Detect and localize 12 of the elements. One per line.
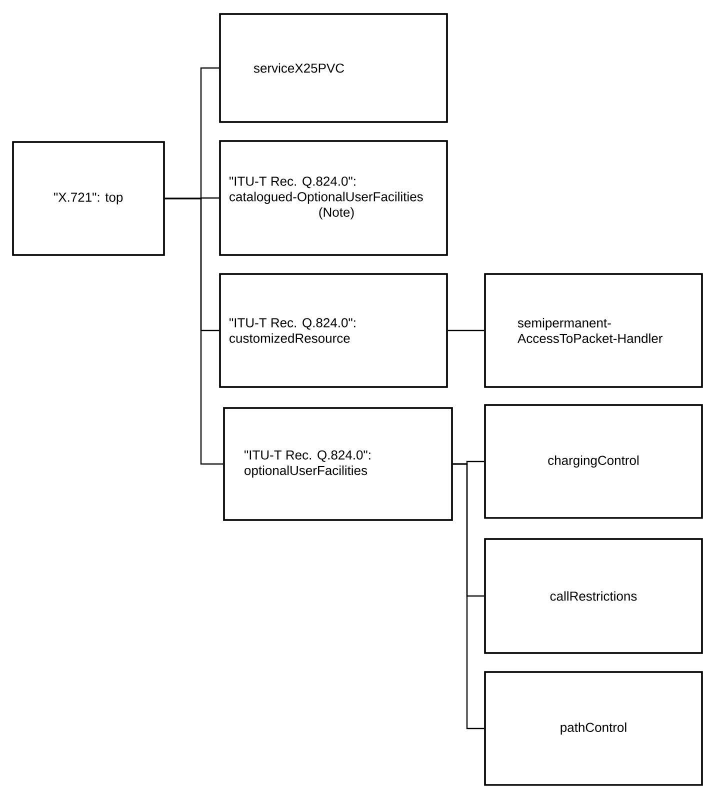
class-box: pathControl xyxy=(484,671,703,786)
class-box: "ITU-T Rec. Q.824.0": catalogued-OptionalUserFacilities (Note) xyxy=(219,140,448,256)
class-box: serviceX25PVC xyxy=(219,13,448,123)
class-box: "X.721": top xyxy=(12,141,165,256)
class-box: "ITU-T Rec. Q.824.0": customizedResource xyxy=(219,273,448,388)
connector-line xyxy=(448,330,484,332)
class-box: semipermanent-AccessToPacket-Handler xyxy=(484,273,703,388)
connector-line xyxy=(452,463,484,730)
class-box: callRestrictions xyxy=(484,538,703,654)
class-box: chargingControl xyxy=(484,404,703,519)
class-box: "ITU-T Rec. Q.824.0": optionalUserFacilities xyxy=(223,407,453,521)
connector-line xyxy=(164,198,224,465)
